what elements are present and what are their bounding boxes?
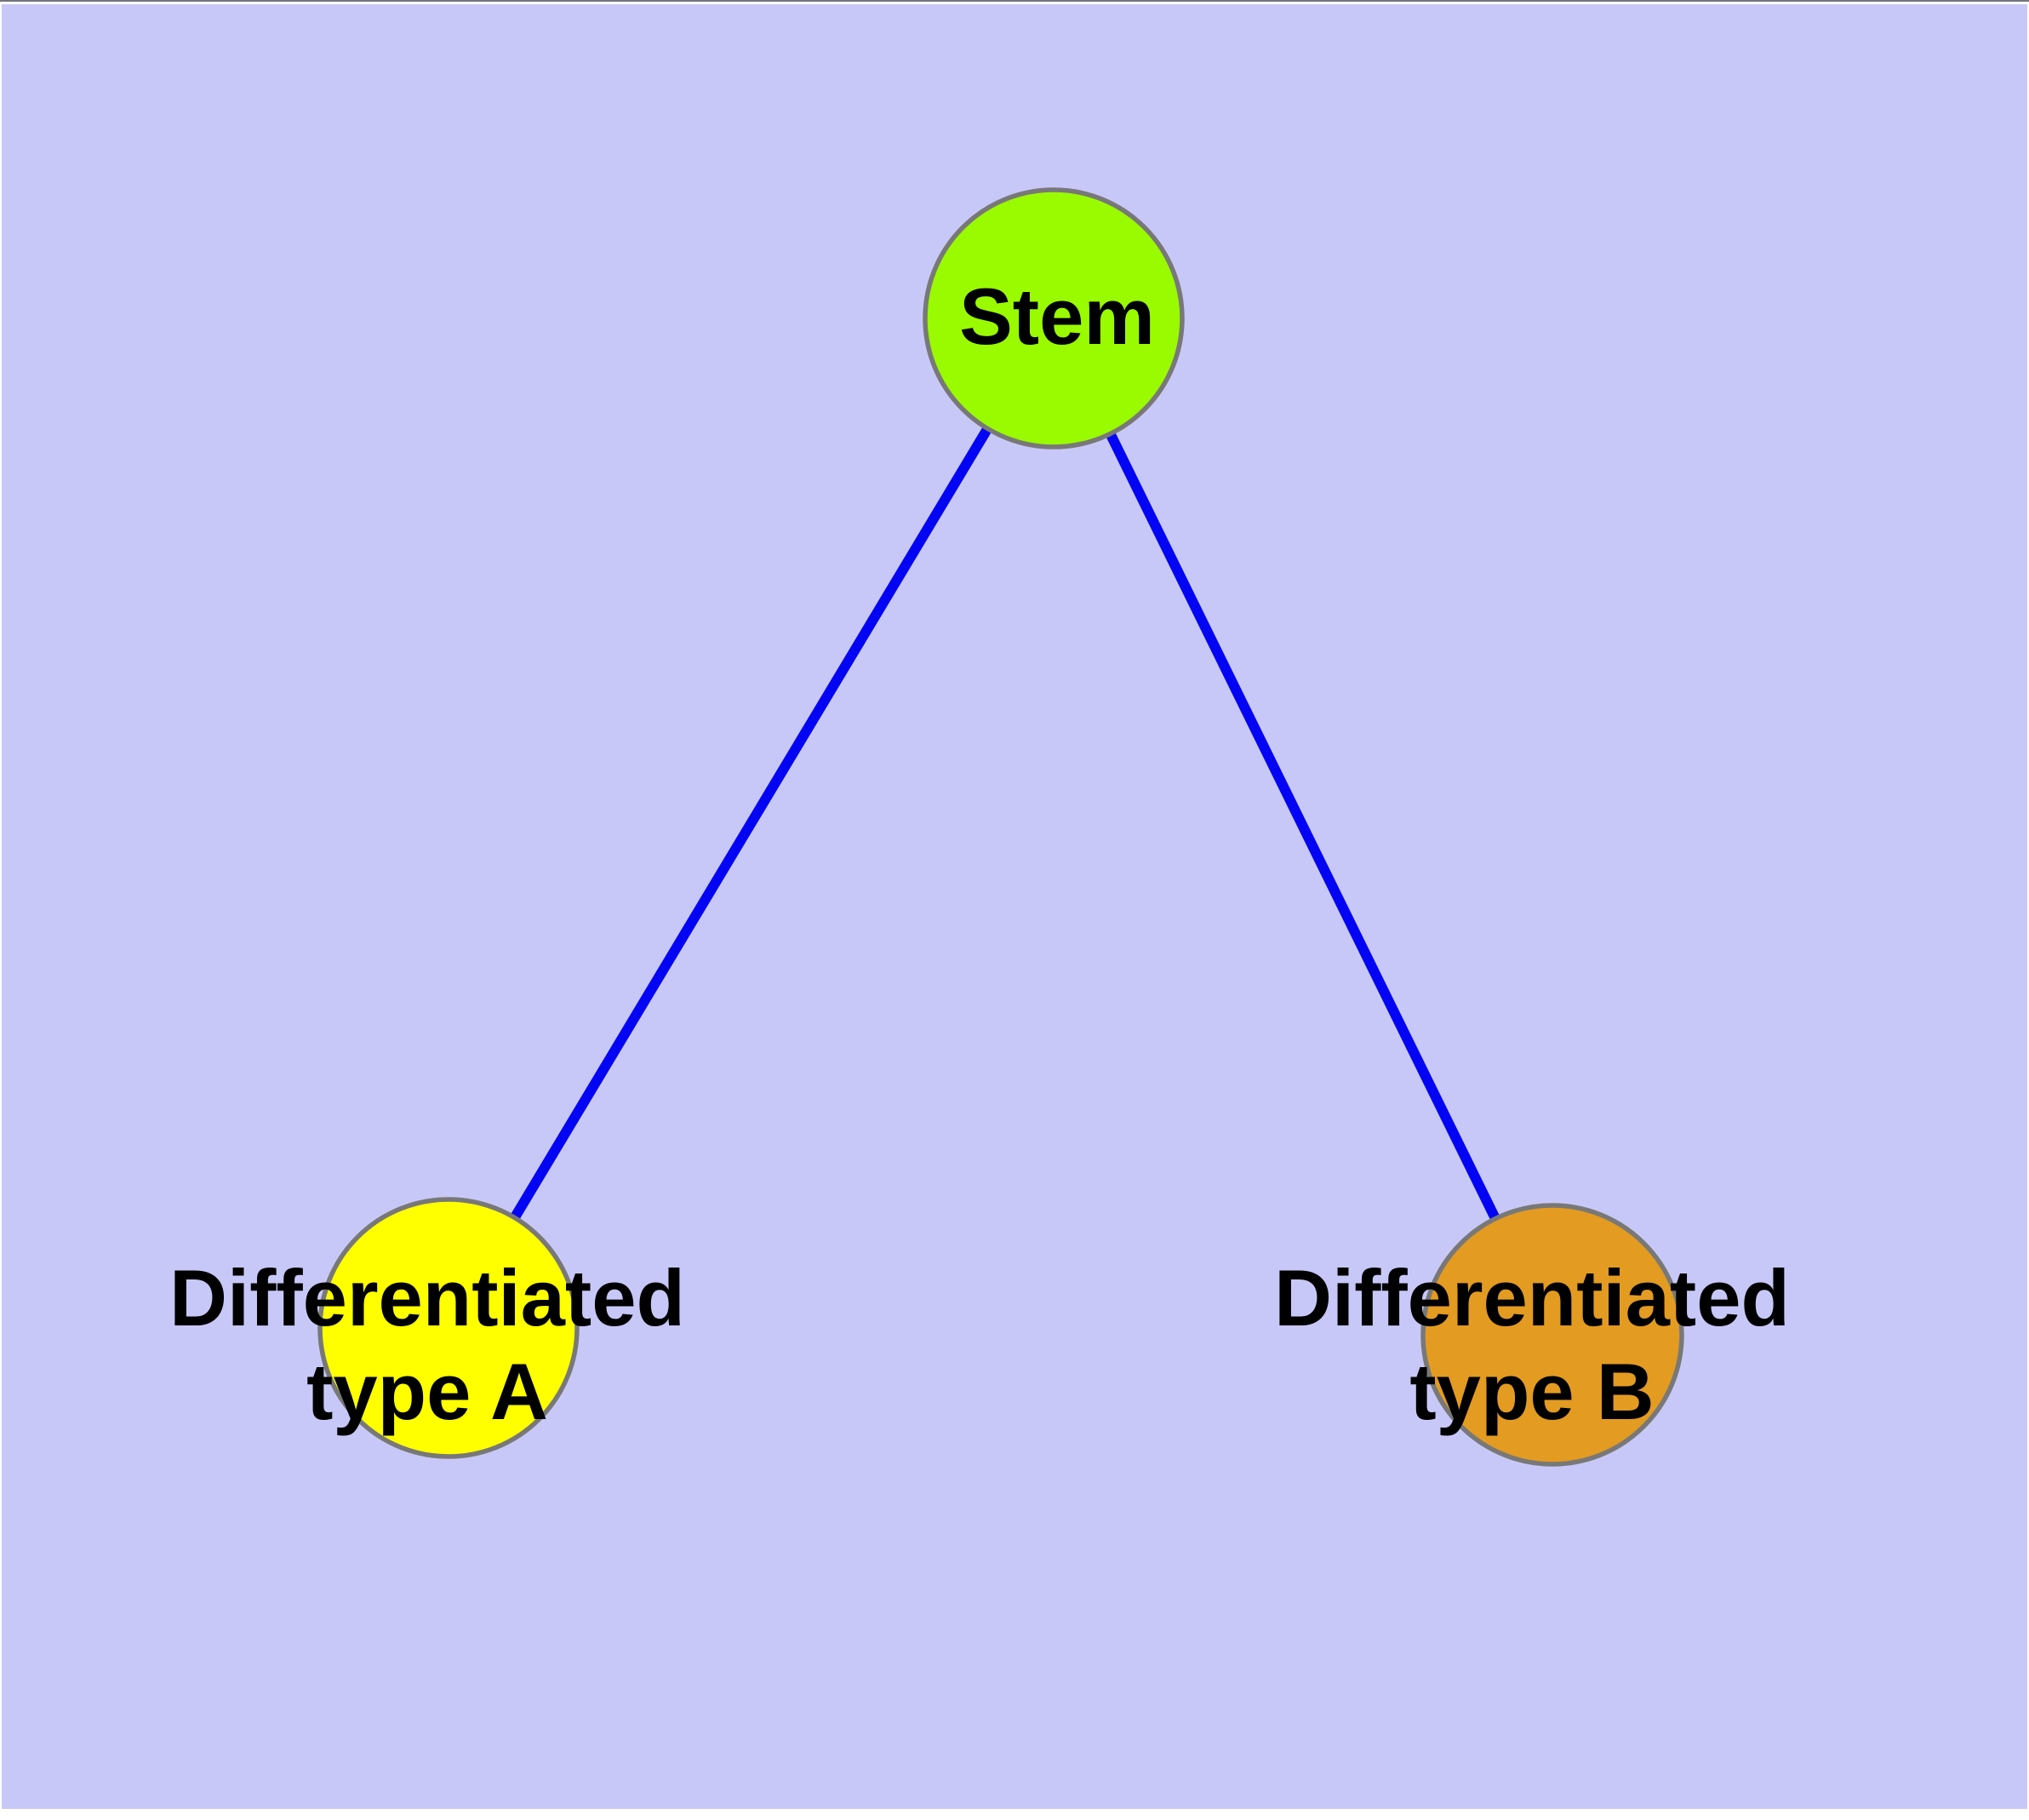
graph-canvas: Stem Differentiated type A Differentiate… (2, 4, 2027, 1809)
edge-stem-to-type-a (443, 315, 1059, 1331)
graph-svg (2, 4, 2027, 1809)
edge-stem-to-type-b (1049, 316, 1557, 1337)
node-stem[interactable] (923, 187, 1185, 449)
node-differentiated-type-a[interactable] (317, 1197, 580, 1459)
window-top-edge (0, 0, 2029, 2)
node-differentiated-type-b[interactable] (1420, 1203, 1684, 1467)
